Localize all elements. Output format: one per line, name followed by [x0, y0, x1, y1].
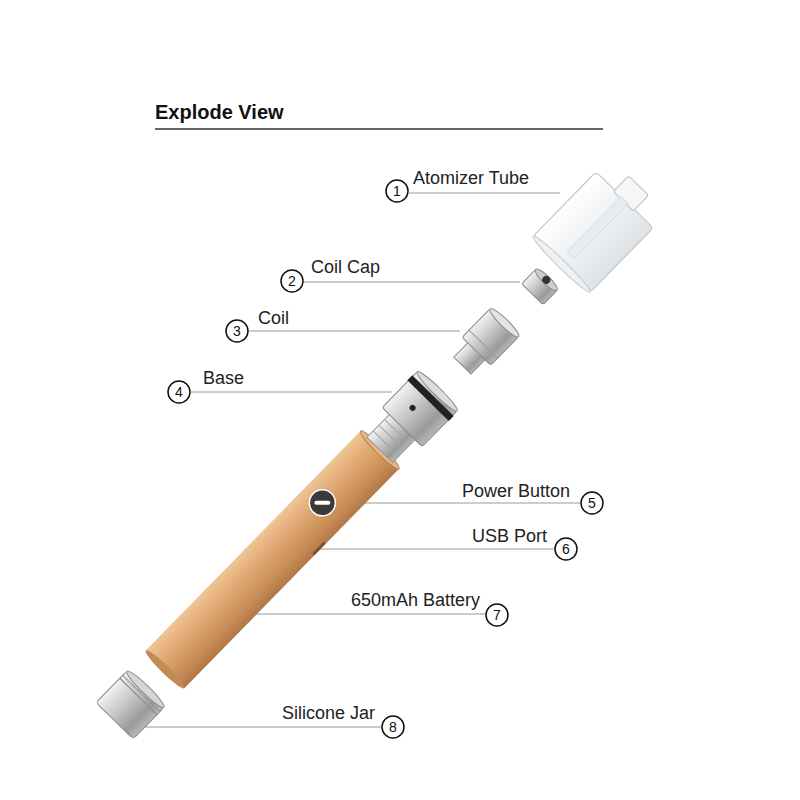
- leader-lines: [145, 193, 580, 727]
- battery-tube: [143, 428, 402, 691]
- title-rule: [155, 128, 603, 130]
- silicone-jar: [96, 668, 167, 739]
- part-label: Coil Cap: [311, 256, 380, 278]
- part-label: Atomizer Tube: [413, 167, 529, 189]
- coil-cap: [522, 267, 560, 305]
- atomizer-tube: [530, 158, 667, 295]
- callout-number: 8: [382, 716, 404, 738]
- power-button: [304, 484, 341, 521]
- part-label: Base: [203, 367, 244, 389]
- part-label: Power Button: [462, 480, 570, 502]
- base-part: [381, 368, 460, 447]
- callout-number: 2: [281, 270, 303, 292]
- callout-number: 7: [486, 604, 508, 626]
- coil-part: [448, 306, 521, 380]
- callout-number: 4: [168, 381, 190, 403]
- callout-number: 3: [226, 320, 248, 342]
- part-label: USB Port: [472, 525, 547, 547]
- part-label: 650mAh Battery: [351, 589, 480, 611]
- part-label: Silicone Jar: [282, 702, 375, 724]
- pen-parts: [86, 158, 667, 749]
- callout-circles: [168, 180, 603, 738]
- callout-number: 5: [581, 492, 603, 514]
- callout-number: 6: [555, 538, 577, 560]
- diagram-title: Explode View: [155, 101, 284, 124]
- part-label: Coil: [258, 307, 289, 329]
- callout-number: 1: [386, 180, 408, 202]
